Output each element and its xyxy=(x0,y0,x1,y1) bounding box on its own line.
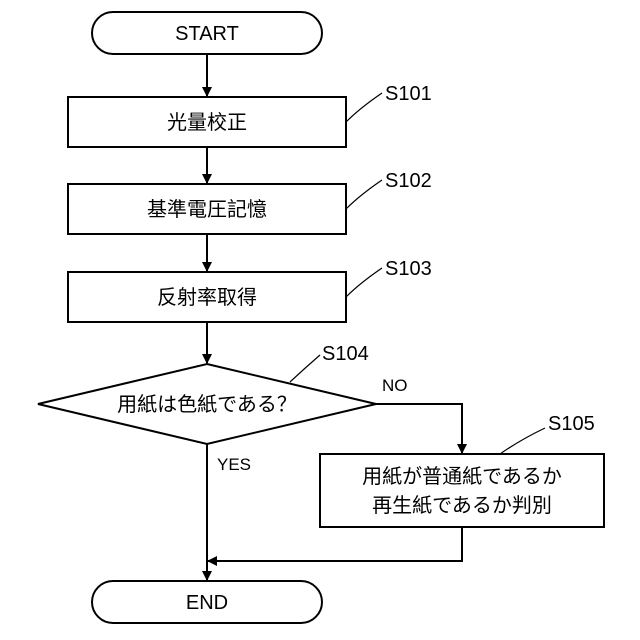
process-s105-line1: 用紙が普通紙であるか xyxy=(362,464,562,488)
s101-leader xyxy=(346,93,382,122)
start-label: START xyxy=(175,23,239,45)
process-s101-text: 光量校正 xyxy=(167,110,247,134)
s103-label: S103 xyxy=(385,258,432,280)
arrow-s105-return xyxy=(208,527,462,561)
s104-label: S104 xyxy=(322,343,369,365)
s102-label: S102 xyxy=(385,170,432,192)
s102-leader xyxy=(346,180,382,209)
no-label: NO xyxy=(382,376,408,395)
end-label: END xyxy=(186,592,228,614)
s105-leader xyxy=(500,428,545,454)
s103-leader xyxy=(346,268,382,297)
s105-label: S105 xyxy=(548,413,595,435)
s104-leader xyxy=(290,355,320,382)
s101-label: S101 xyxy=(385,83,432,105)
process-s102-text: 基準電圧記憶 xyxy=(147,197,267,221)
process-s103-text: 反射率取得 xyxy=(157,285,257,309)
arrow-no-branch xyxy=(376,404,462,453)
yes-label: YES xyxy=(217,455,251,474)
decision-s104-text: 用紙は色紙である？ xyxy=(117,392,297,416)
process-s105-line2: 再生紙であるか判別 xyxy=(372,493,552,517)
